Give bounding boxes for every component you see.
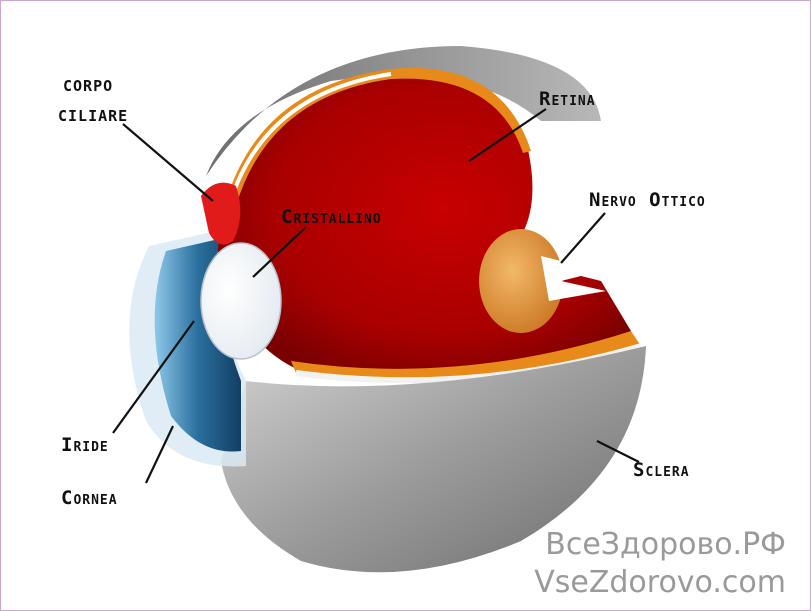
leader-cristallino <box>252 226 307 278</box>
leader-nervo-ottico <box>560 212 606 264</box>
watermark-line1: ВсеЗдорово.РФ <box>545 527 786 562</box>
outer-shell-back <box>206 46 601 176</box>
leader-cornea <box>145 425 174 484</box>
watermark-line2: VseZdorovo.com <box>534 565 786 600</box>
iris <box>154 239 241 452</box>
label-cristallino: Cristallino <box>281 206 382 228</box>
label-retina: Retina <box>539 88 596 110</box>
label-nervo-ottico: Nervo Ottico <box>589 189 706 211</box>
leader-corpo-ciliare <box>122 123 214 202</box>
lens <box>200 242 282 360</box>
label-sclera: Sclera <box>633 459 690 481</box>
leader-iride <box>112 320 195 434</box>
sclera <box>221 346 646 573</box>
label-iride: Iride <box>61 434 109 456</box>
retina-band <box>226 68 531 206</box>
leader-sclera <box>596 440 640 463</box>
label-corpo: CORPO <box>63 77 114 95</box>
optic-nerve <box>479 229 563 333</box>
leader-retina <box>468 108 547 162</box>
label-ciliare: CILIARE <box>58 107 129 125</box>
label-cornea: Cornea <box>61 487 118 509</box>
leader-lines <box>112 108 640 484</box>
